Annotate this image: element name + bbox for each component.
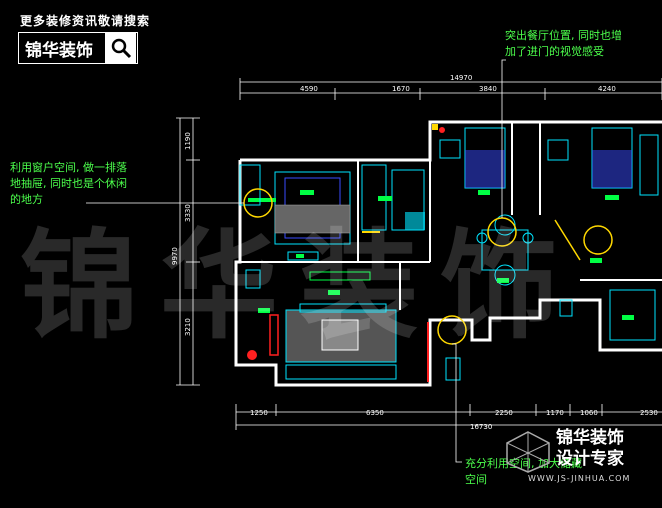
- top-total-dim: 14970: [450, 74, 472, 82]
- note-dining: 突出餐厅位置, 同时也增 加了进门的视觉感受: [505, 28, 622, 60]
- logo-text: 锦华装饰: [25, 40, 93, 61]
- right-lower-rooms: [559, 258, 656, 341]
- bedroom-2: [432, 124, 506, 195]
- note-storage-line-1: 充分利用空间, 加大储藏: [465, 457, 582, 470]
- bathroom: [361, 164, 425, 233]
- bottom-dim-6: 2530: [640, 409, 658, 417]
- note-dining-line-2: 加了进门的视觉感受: [505, 45, 604, 58]
- bottom-dim-3: 2250: [495, 409, 513, 417]
- bottom-dim-1: 1250: [250, 409, 268, 417]
- top-dim-1: 4590: [300, 85, 318, 93]
- bedroom-3: [547, 127, 659, 200]
- bottom-dimension-line: [235, 404, 662, 430]
- magnifier-icon: [111, 38, 132, 59]
- search-logo-box[interactable]: 锦华装饰: [18, 32, 138, 64]
- watermark-text: 锦华装饰: [20, 216, 581, 355]
- header-tagline: 更多装修资讯敬请搜索: [20, 14, 151, 28]
- brand-line-2: 设计专家: [556, 449, 624, 469]
- top-dim-3: 3840: [479, 85, 497, 93]
- note-storage: 充分利用空间, 加大储藏 空间: [465, 456, 582, 488]
- note-dining-line-1: 突出餐厅位置, 同时也增: [505, 29, 622, 42]
- bedroom-1: [239, 164, 351, 261]
- bottom-total-dim: 16730: [470, 423, 492, 431]
- left-dimension-line: [176, 117, 200, 386]
- left-total-dim: 9970: [171, 247, 179, 265]
- brand-name: 锦华装饰 设计专家: [556, 428, 624, 470]
- left-dim-1: 1190: [184, 132, 192, 150]
- note-window-line-2: 地抽屉, 同时也是个休闲: [10, 177, 127, 190]
- bottom-dim-2: 6350: [366, 409, 384, 417]
- note-window: 利用窗户空间, 做一排落 地抽屉, 同时也是个休闲 的地方: [10, 160, 127, 208]
- left-dim-2: 3330: [184, 204, 192, 222]
- left-dim-3: 3210: [184, 318, 192, 336]
- top-dimension-line: [239, 78, 662, 100]
- top-dim-2: 1670: [392, 85, 410, 93]
- living-room: [245, 269, 461, 382]
- interior-walls: [240, 122, 662, 310]
- annotation-leaders: [86, 59, 506, 463]
- bottom-dim-5: 1060: [580, 409, 598, 417]
- top-dim-4: 4240: [598, 85, 616, 93]
- search-icon[interactable]: [105, 33, 136, 63]
- bottom-dim-4: 1170: [546, 409, 564, 417]
- note-window-line-3: 的地方: [10, 193, 43, 206]
- brand-cube-icon: [506, 431, 550, 473]
- brand-url: WWW.JS-JINHUA.COM: [528, 474, 631, 483]
- note-window-line-1: 利用窗户空间, 做一排落: [10, 161, 127, 174]
- brand-line-1: 锦华装饰: [556, 428, 624, 448]
- note-storage-line-2: 空间: [465, 473, 487, 486]
- dining-area: [476, 214, 581, 286]
